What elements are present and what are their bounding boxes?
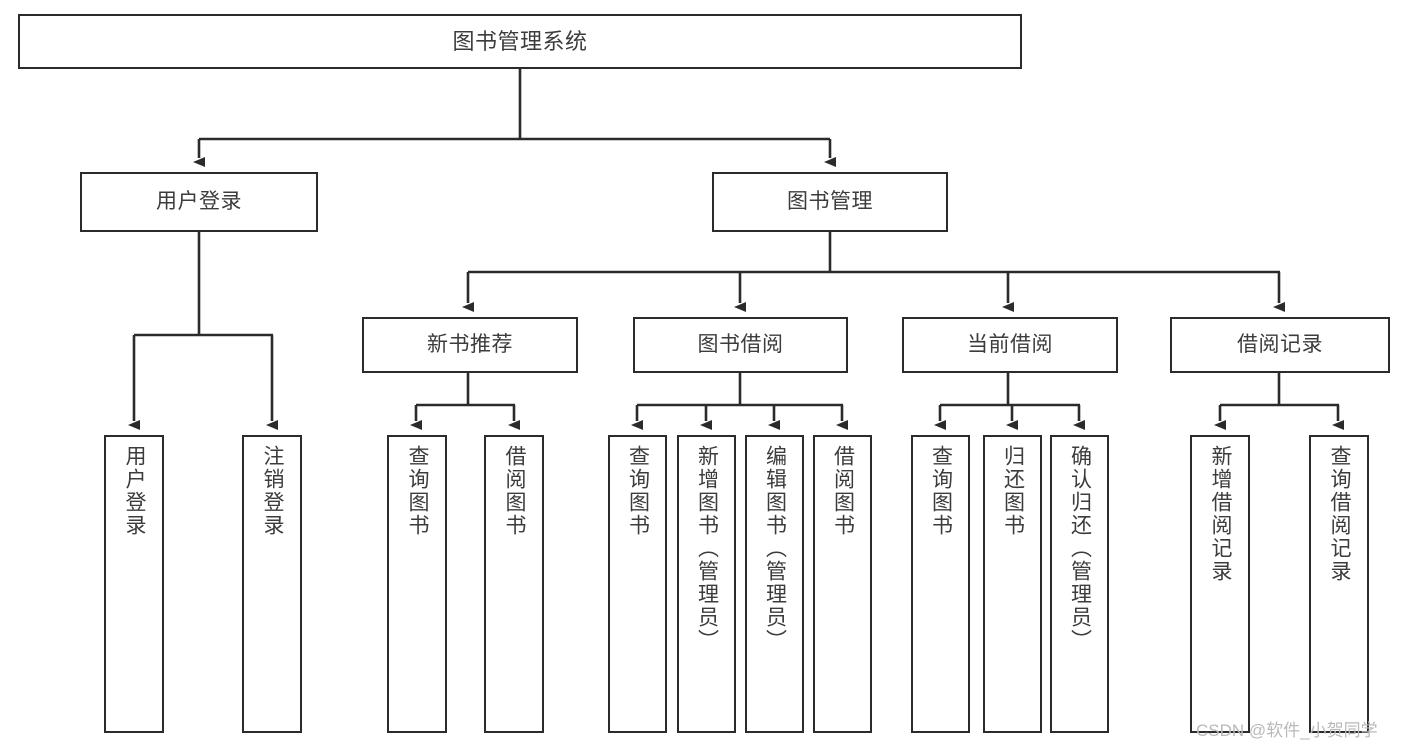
node-leaf-query-borrow-record[interactable]: 查询借阅记录: [1309, 435, 1369, 733]
node-label: 借阅记录: [1237, 332, 1323, 356]
node-new-book-recommend[interactable]: 新书推荐: [362, 317, 578, 373]
node-leaf-edit-book-admin[interactable]: 编辑图书（管理员）: [745, 435, 804, 733]
node-label: 图书管理: [787, 189, 873, 213]
node-leaf-user-login[interactable]: 用户登录: [104, 435, 164, 733]
node-label: 归还图书: [1001, 445, 1025, 537]
node-leaf-logout-login[interactable]: 注销登录: [242, 435, 302, 733]
node-label: 查询图书: [406, 445, 430, 537]
node-label: 新书推荐: [427, 332, 513, 356]
node-user-login[interactable]: 用户登录: [80, 172, 318, 232]
node-book-management[interactable]: 图书管理: [712, 172, 948, 232]
node-leaf-query-book-2[interactable]: 查询图书: [608, 435, 667, 733]
node-label: 借阅图书: [503, 445, 527, 537]
node-leaf-borrow-book-2[interactable]: 借阅图书: [813, 435, 872, 733]
node-label: 用户登录: [156, 189, 242, 213]
node-label: 查询图书: [929, 445, 953, 537]
node-label: 注销登录: [261, 445, 285, 537]
node-label: 编辑图书（管理员）: [763, 445, 787, 652]
node-label: 图书借阅: [697, 332, 784, 356]
node-leaf-return-book[interactable]: 归还图书: [983, 435, 1042, 733]
node-label: 查询图书: [626, 445, 650, 537]
csdn-watermark: CSDN @软件_小贺同学: [1196, 721, 1378, 740]
node-leaf-confirm-return-admin[interactable]: 确认归还（管理员）: [1050, 435, 1109, 733]
node-root-book-management-system[interactable]: 图书管理系统: [18, 14, 1022, 69]
node-label: 查询借阅记录: [1328, 445, 1352, 583]
node-label: 当前借阅: [967, 332, 1053, 356]
node-leaf-add-borrow-record[interactable]: 新增借阅记录: [1190, 435, 1250, 733]
node-borrow-record[interactable]: 借阅记录: [1170, 317, 1390, 373]
node-label: 新增图书（管理员）: [695, 445, 719, 652]
node-label: 新增借阅记录: [1209, 445, 1233, 583]
node-leaf-add-book-admin[interactable]: 新增图书（管理员）: [677, 435, 736, 733]
node-leaf-query-book-3[interactable]: 查询图书: [911, 435, 970, 733]
node-label: 确认归还（管理员）: [1068, 445, 1092, 652]
node-label: 借阅图书: [831, 445, 855, 537]
node-label: 用户登录: [123, 445, 147, 537]
node-leaf-borrow-book-1[interactable]: 借阅图书: [484, 435, 544, 733]
node-book-borrow[interactable]: 图书借阅: [633, 317, 848, 373]
node-leaf-query-book-1[interactable]: 查询图书: [387, 435, 447, 733]
node-current-borrow[interactable]: 当前借阅: [902, 317, 1118, 373]
node-label: 图书管理系统: [452, 28, 588, 54]
